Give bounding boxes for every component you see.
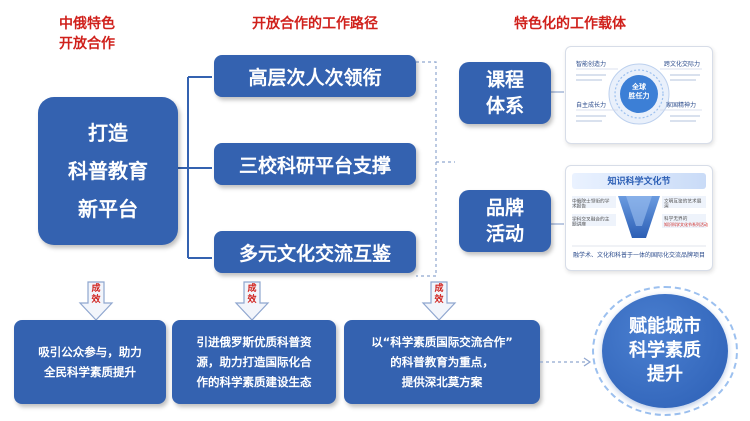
path-box-leadership: 高层次人次领衔 — [214, 55, 416, 97]
arrow-label-char-1: 成 — [434, 284, 444, 294]
result-3-line-2: 的科普教育为重点， — [390, 355, 494, 369]
down-arrow-icon — [421, 281, 457, 321]
goal-line-2: 科学素质 — [629, 340, 701, 361]
brand-item-lectures: 学科交叉融合的主题讲座 — [572, 217, 610, 228]
course-card-center-label: 全球 胜任力 — [624, 83, 654, 101]
left-header-line-2: 开放合作 — [59, 36, 115, 52]
path-box-research-platform: 三校科研平台支撑 — [214, 143, 416, 185]
goal-line-3: 提升 — [647, 364, 683, 385]
course-label-self-growth: 自主成长力 — [576, 102, 607, 109]
result-2-line-2: 源，助力打造国际化合 — [196, 355, 312, 369]
carrier-brand-line-1: 品牌 — [485, 197, 524, 219]
course-card-graphic — [576, 63, 702, 125]
result-box-russian-resources: 引进俄罗斯优质科普资 源，助力打造国际化合 作的科学素质建设生态 — [172, 320, 336, 404]
result-box-international-exchange: 以“科学素质国际交流合作” 的科普教育为重点， 提供深北莫方案 — [344, 320, 540, 404]
course-center-line-1: 全球 — [632, 83, 646, 91]
left-header: 中俄特色 开放合作 — [42, 14, 132, 54]
main-box-line-3: 新平台 — [78, 197, 138, 221]
left-header-line-1: 中俄特色 — [59, 16, 115, 32]
result-2-line-1: 引进俄罗斯优质科普资 — [196, 335, 312, 349]
arrow-label-char-2: 效 — [434, 295, 444, 305]
result-arrow-1-label: 成 效 — [78, 284, 114, 306]
result-arrow-2-label: 成 效 — [234, 284, 270, 306]
result-arrow-1: 成 效 — [78, 281, 114, 325]
path-box-cultural-exchange: 多元文化交流互鉴 — [214, 231, 416, 273]
down-arrow-icon — [234, 281, 270, 321]
result-arrow-3: 成 效 — [421, 281, 457, 325]
arrow-label-char-2: 效 — [91, 295, 101, 305]
goal-circle-ring — [592, 286, 738, 416]
carrier-curriculum-line-1: 课程 — [485, 69, 524, 91]
main-box-line-1: 打造 — [88, 121, 128, 145]
right-header: 特色化的工作载体 — [514, 16, 626, 32]
brand-item-science-borderless: 科学无界的 — [664, 216, 688, 222]
down-arrow-icon — [78, 281, 114, 321]
result-arrow-2: 成 效 — [234, 281, 270, 325]
carrier-box-curriculum: 课程 体系 — [459, 62, 551, 124]
arrow-label-char-1: 成 — [91, 284, 101, 294]
goal-line-1: 赋能城市 — [629, 316, 701, 337]
brand-activity-card: 知识科学文化节 中俄院士领衔的学术报告 学科交叉融合的主题讲座 文明互鉴的艺术展… — [565, 165, 713, 271]
brand-item-art-exhibition: 文明互鉴的艺术展演 — [664, 199, 702, 210]
middle-header: 开放合作的工作路径 — [252, 16, 378, 32]
brand-item-festival-series: 知识科学文化节系列活动 — [664, 222, 709, 228]
result-arrow-3-label: 成 效 — [421, 284, 457, 306]
course-system-card: 全球 胜任力 智能创造力 跨文化交际力 自主成长力 家国精神力 — [565, 46, 713, 144]
result-1-line-2: 全民科学素质提升 — [44, 365, 136, 379]
course-center-line-2: 胜任力 — [628, 92, 650, 100]
main-box-line-2: 科普教育 — [68, 159, 148, 183]
result-box-public-participation: 吸引公众参与，助力 全民科学素质提升 — [14, 320, 166, 404]
carrier-brand-line-2: 活动 — [485, 223, 524, 245]
course-label-patriotism: 家国精神力 — [666, 102, 697, 109]
carrier-box-brand-activities: 品牌 活动 — [459, 190, 551, 252]
result-3-line-3: 提供深北莫方案 — [401, 375, 483, 389]
goal-circle: 赋能城市 科学素质 提升 — [602, 294, 728, 408]
carrier-curriculum-line-2: 体系 — [485, 95, 524, 117]
brand-item-academic-report: 中俄院士领衔的学术报告 — [572, 199, 610, 210]
course-label-cross-cultural: 跨文化交际力 — [664, 61, 701, 68]
brand-card-title: 知识科学文化节 — [607, 177, 671, 187]
result-3-line-1: 以“科学素质国际交流合作” — [371, 335, 513, 349]
main-platform-box: 打造 科普教育 新平台 — [38, 97, 178, 245]
result-1-line-1: 吸引公众参与，助力 — [38, 345, 142, 359]
arrow-label-char-2: 效 — [247, 295, 257, 305]
brand-card-footer: 融学术、文化和科普于一体的国际化交流品牌项目 — [572, 252, 705, 259]
arrow-label-char-1: 成 — [247, 284, 257, 294]
result-2-line-3: 作的科学素质建设生态 — [196, 375, 312, 389]
brand-card-graphic — [572, 173, 706, 247]
course-label-intelligent-creativity: 智能创造力 — [576, 61, 607, 68]
